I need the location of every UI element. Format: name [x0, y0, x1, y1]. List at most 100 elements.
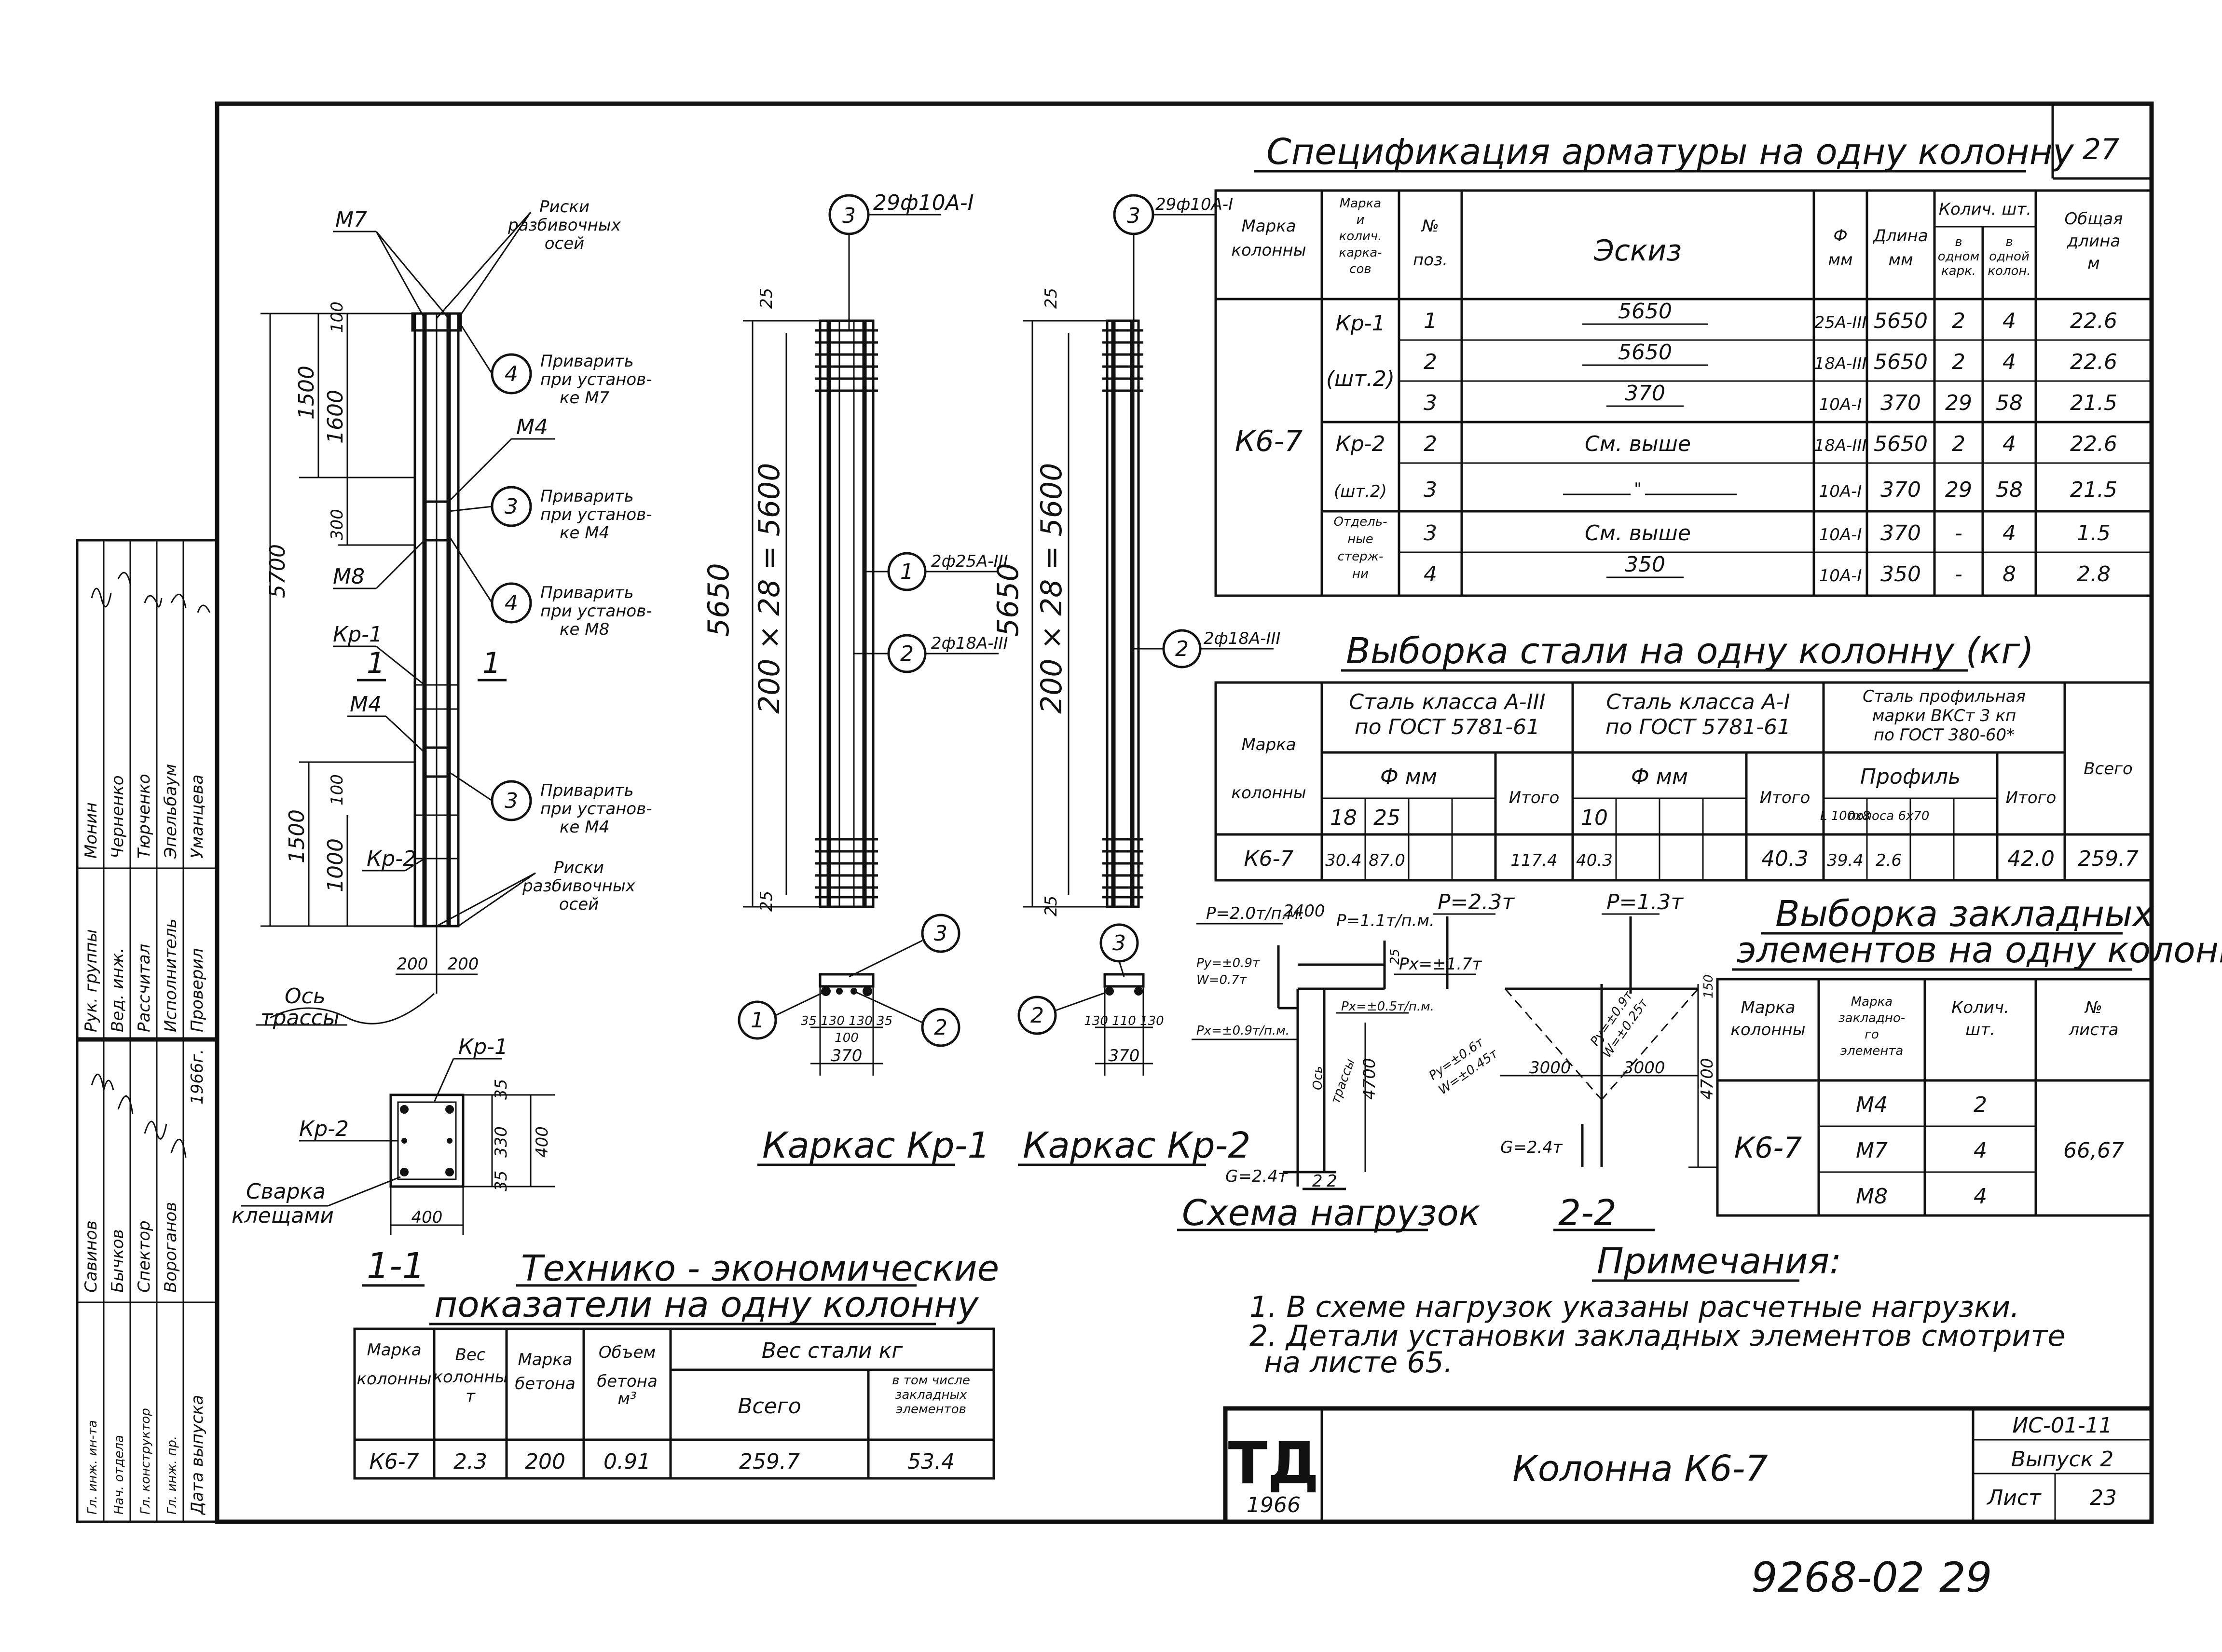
- sec-kr2: Кр-2: [299, 1117, 349, 1141]
- steel-h-itogo: Итого: [2006, 788, 2057, 807]
- kr2-title: Каркас Кр-2: [1023, 1125, 1250, 1166]
- steel-h-d25: 25: [1373, 806, 1400, 830]
- spec-row-total: 21.5: [2070, 391, 2117, 415]
- kr1-bl1: 2ф25А-III: [931, 552, 1008, 571]
- spec-row: 3 370 10А-I 370 29 58 21.5: [1424, 381, 2117, 415]
- dim-5700: 5700: [265, 544, 290, 598]
- left-role2: Нач. отдела: [112, 1435, 126, 1515]
- spec-title: Спецификация арматуры на одну колонну: [1266, 131, 2074, 173]
- loads-sec: 2-2: [1558, 1192, 1617, 1234]
- spec-row-total: 1.5: [2077, 521, 2111, 546]
- embed-q: 4: [1974, 1138, 1987, 1163]
- label-m7: М7: [335, 207, 367, 232]
- spec-row-total: 22.6: [2070, 432, 2117, 456]
- kr1-xs-bubble-1-text: 1: [751, 1008, 764, 1033]
- note-3: на листе 65.: [1264, 1346, 1453, 1379]
- spec-row-len: 5650: [1874, 432, 1928, 456]
- steel-h-itogo: Итого: [1760, 788, 1811, 807]
- load-scheme: Р=2.0т/п.м. 2400 Р=1.1т/п.м. Р=2.3т Р=1.…: [1177, 890, 1717, 1234]
- steel-a10: 40.3: [1576, 851, 1613, 870]
- spec-group-kr2-count: (шт.2): [1334, 482, 1387, 501]
- spec-row-diam: 25А-III: [1814, 313, 1867, 332]
- load-os2: трассы: [1328, 1057, 1358, 1106]
- kr1-bubble-1-text: 1: [900, 560, 914, 584]
- left-name: Монин: [82, 802, 101, 859]
- spec-row-n2: 4: [2003, 350, 2016, 374]
- embed-m: М8: [1856, 1184, 1888, 1209]
- spec-row-total: 2.8: [2077, 562, 2111, 587]
- spec-row-n2: 58: [1996, 478, 2023, 502]
- tech-obem: 0.91: [604, 1449, 651, 1474]
- spec-row-n1: 29: [1945, 391, 1972, 415]
- tech-col: К6-7: [369, 1449, 419, 1474]
- tech-h-vsego: Всего: [738, 1394, 801, 1419]
- left-name2: Спектор: [135, 1220, 154, 1293]
- embed-q: 4: [1974, 1184, 1987, 1209]
- spec-row-total: 22.6: [2070, 309, 2117, 333]
- left-name2: 1966г.: [188, 1049, 207, 1105]
- load-d3000a: 3000: [1529, 1058, 1571, 1078]
- load-g1: G=2.4т: [1225, 1167, 1288, 1186]
- load-w1: W=0.7т: [1196, 973, 1247, 987]
- stamp-vypusk: Выпуск 2: [2011, 1447, 2113, 1472]
- kr1-xs-bubble-1: [738, 1000, 777, 1040]
- steel-table: Выборка стали на одну колонну (кг) Марка…: [1214, 630, 2153, 882]
- dim-1000: 1000: [323, 838, 348, 892]
- load-mark2: 2: [1312, 1172, 1323, 1191]
- embed-q: 2: [1974, 1092, 1987, 1117]
- steel-row: К6-7 30.4 87.0 117.4 40.3 40.3 39.4 2.6 …: [1244, 846, 2139, 871]
- load-px2: Рх=±0.5т/п.м.: [1341, 999, 1434, 1014]
- steel-h-p2: полоса 6х70: [1848, 809, 1930, 823]
- spec-h-kolich: Колич. шт.: [1939, 200, 2031, 219]
- kr1-xs-bubble-2-text: 2: [934, 1015, 947, 1040]
- kr2-w370: 370: [1109, 1046, 1140, 1065]
- spec-row-sketch: См. выше: [1585, 432, 1691, 456]
- dim-1600: 1600: [323, 390, 348, 444]
- spec-row-sketch: 350: [1625, 552, 1665, 577]
- column-elevation: 5700 1500 1600 100 300 1500 1000 100 200…: [256, 197, 652, 1030]
- kr1-top-label: 29ф10А-I: [873, 191, 974, 215]
- tech-row: К6-7 2.3 200 0.91 259.7 53.4: [369, 1449, 955, 1474]
- load-d150: 150: [1701, 974, 1716, 998]
- left-role: Проверил: [188, 948, 207, 1032]
- embed-title-2: элементов на одну колонну: [1737, 929, 2222, 971]
- spec-row-diam: 18А-III: [1814, 436, 1867, 455]
- kr2-w: 130 110 130: [1084, 1014, 1164, 1028]
- steel-h-profil: Профиль: [1860, 765, 1961, 789]
- left-role2: Гл. конструктор: [138, 1408, 153, 1515]
- stamp-list-label: Лист: [1986, 1486, 2042, 1510]
- load-p1: Р=2.0т/п.м.: [1206, 904, 1304, 923]
- notes: Примечания: 1. В схеме нагрузок указаны …: [1249, 1241, 2065, 1379]
- spec-row-diam: 18А-III: [1814, 354, 1867, 373]
- spec-row: 3 " 10А-I 370 29 58 21.5: [1424, 478, 2117, 502]
- spec-row-diam: 10А-I: [1819, 482, 1862, 501]
- dim-w200a: 200: [397, 955, 428, 974]
- kr1-xs-bubble-2: [921, 1008, 960, 1047]
- spec-row-poz: 4: [1424, 562, 1437, 587]
- kr1-xs-bubble-3-text: 3: [934, 921, 947, 946]
- spec-row-n2: 4: [2003, 432, 2016, 456]
- spec-row-n2: 4: [2003, 309, 2016, 333]
- spec-row: 3 См. выше 10А-I 370 - 4 1.5: [1424, 521, 2111, 546]
- spec-row-n1: 29: [1945, 478, 1972, 502]
- kr1-xs-bubble-3: [921, 914, 960, 953]
- steel-a25: 87.0: [1369, 851, 1405, 870]
- left-name2: Вороганов: [161, 1202, 180, 1293]
- steel-h-dmm: Ф мм: [1380, 765, 1437, 789]
- spec-row: 4 350 10А-I 350 - 8 2.8: [1424, 552, 2111, 587]
- spec-row-total: 21.5: [2070, 478, 2117, 502]
- kr2-bubble-3-text: 3: [1127, 204, 1140, 228]
